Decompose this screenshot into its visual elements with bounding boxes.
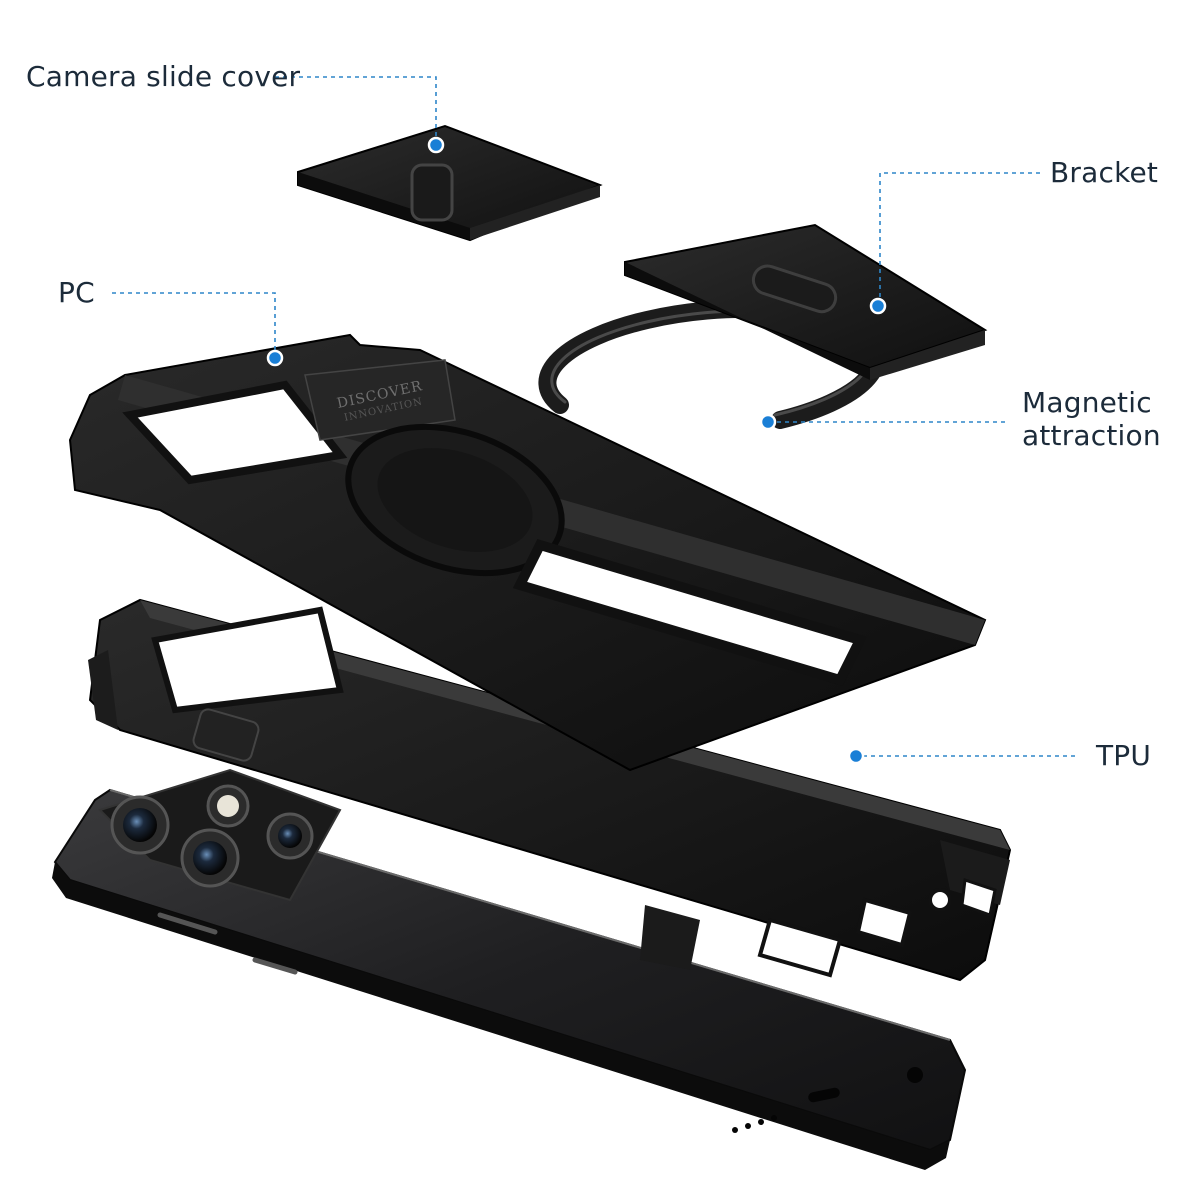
label-pc: PC bbox=[58, 276, 95, 309]
leader-camera-slide-cover bbox=[275, 76, 445, 154]
pc-shell: DISCOVER INNOVATION bbox=[68, 333, 987, 772]
phone-body bbox=[52, 768, 967, 1170]
camera-lens-icon bbox=[266, 812, 314, 860]
label-camera-slide-cover: Camera slide cover bbox=[26, 60, 301, 93]
leader-pc bbox=[112, 292, 284, 367]
label-magnetic-line-2: attraction bbox=[1022, 419, 1161, 452]
label-tpu: TPU bbox=[1096, 739, 1152, 772]
camera-slide-cover bbox=[297, 124, 603, 242]
leader-magnetic-attraction bbox=[759, 413, 1005, 431]
camera-lens-icon bbox=[180, 828, 240, 888]
leader-bracket bbox=[869, 172, 1040, 315]
label-bracket: Bracket bbox=[1050, 156, 1159, 189]
label-magnetic: Magnetic attraction bbox=[1022, 386, 1161, 452]
label-magnetic-line-1: Magnetic bbox=[1022, 386, 1152, 419]
camera-lens-icon bbox=[110, 795, 170, 855]
bracket-plate bbox=[624, 223, 988, 380]
leader-tpu bbox=[847, 747, 1075, 765]
flash-icon bbox=[206, 784, 250, 828]
